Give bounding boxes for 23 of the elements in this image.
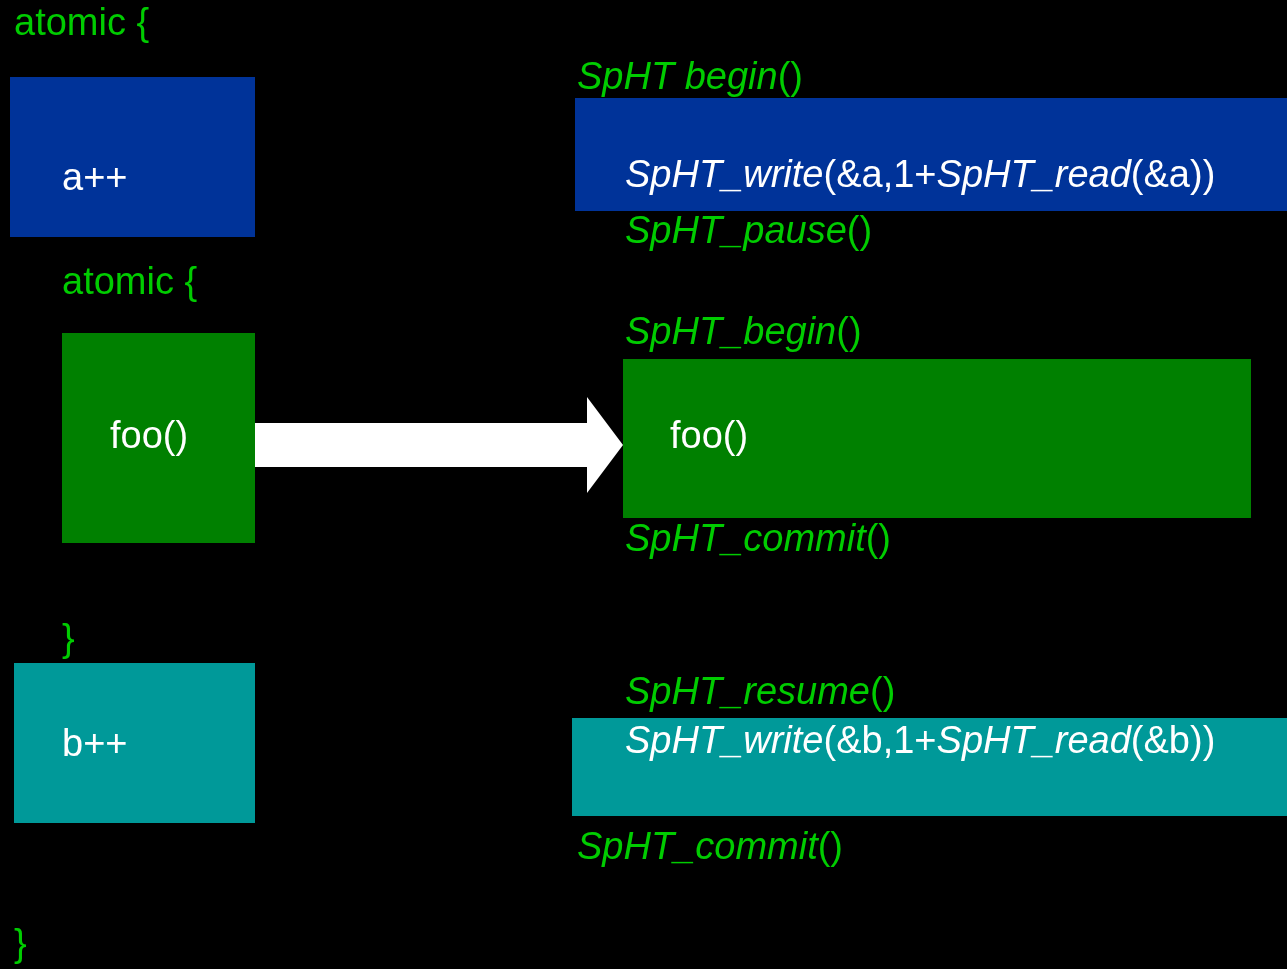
code-line: } <box>14 923 27 965</box>
code-line: SpHT_resume() <box>625 671 896 713</box>
code-line: atomic { <box>62 261 198 303</box>
code-line: SpHT_commit() <box>577 826 844 868</box>
arrow <box>255 397 623 493</box>
code-line: SpHT_pause() <box>625 210 873 252</box>
code-line: SpHT_begin() <box>625 311 862 353</box>
code-line: SpHT begin() <box>577 56 803 98</box>
code-line: atomic { <box>14 2 150 44</box>
code-block <box>623 359 1251 518</box>
code-text: foo() <box>110 415 189 457</box>
code-text: SpHT_write(&a,1+SpHT_read(&a)) <box>625 154 1216 196</box>
code-block <box>10 77 255 237</box>
code-block <box>575 98 1287 211</box>
code-text: a++ <box>62 157 128 199</box>
code-line: } <box>62 618 75 660</box>
code-block <box>572 718 1287 816</box>
code-text: foo() <box>670 415 749 457</box>
code-block <box>14 663 255 823</box>
code-block <box>62 333 255 543</box>
code-line: SpHT_commit() <box>625 518 892 560</box>
code-text: SpHT_write(&b,1+SpHT_read(&b)) <box>625 720 1216 762</box>
code-text: b++ <box>62 723 128 765</box>
